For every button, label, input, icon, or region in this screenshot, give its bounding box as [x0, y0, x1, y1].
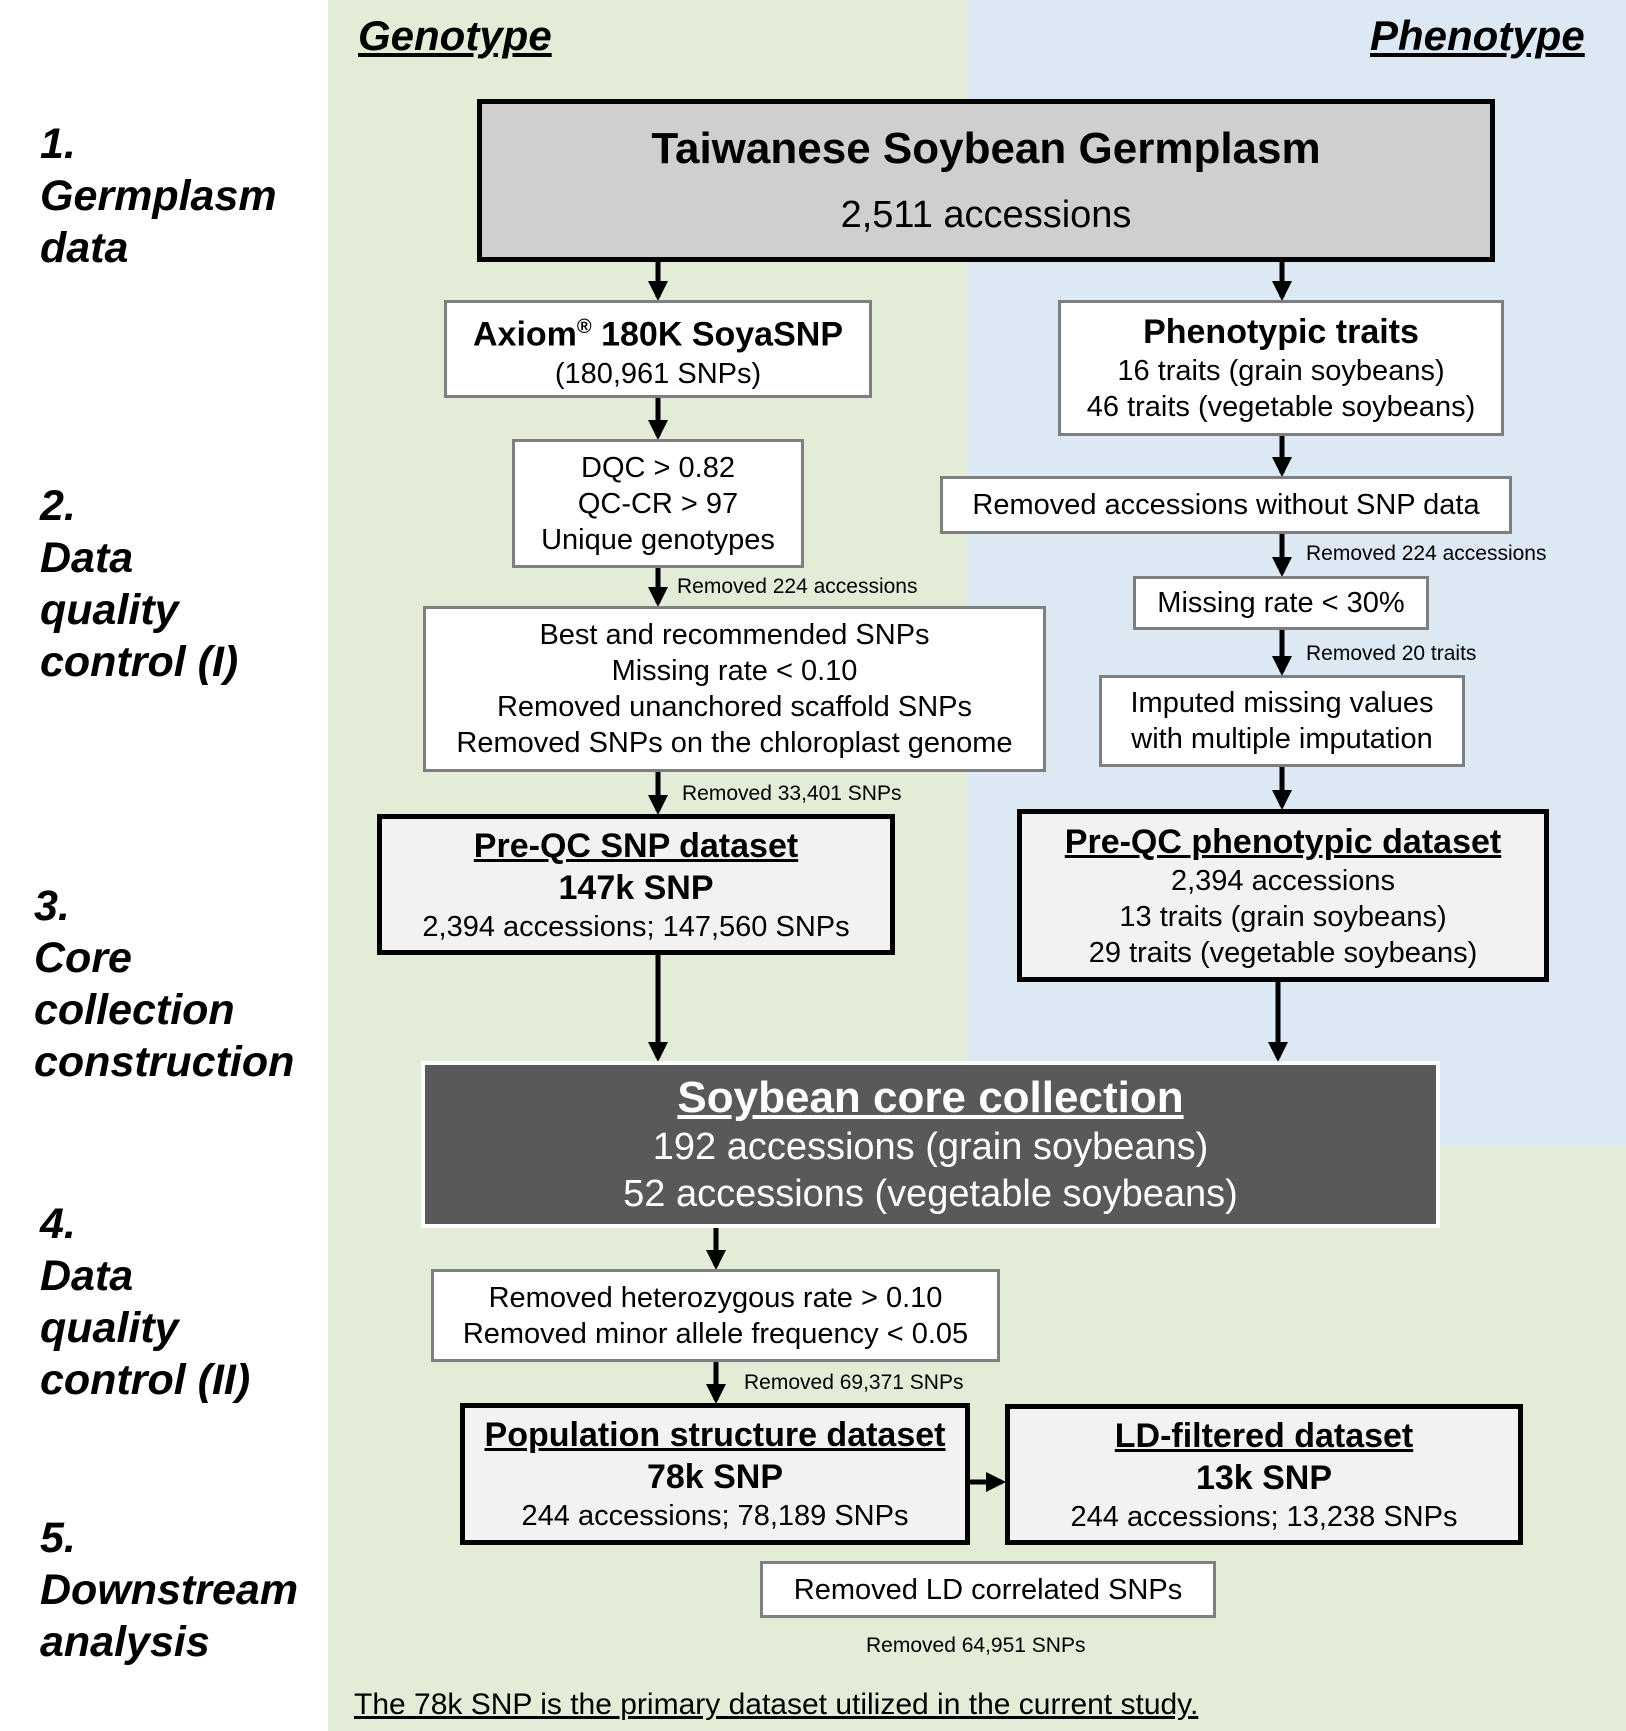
popstruct-title: Population structure dataset — [484, 1416, 946, 1454]
step-line: collection — [34, 986, 235, 1034]
core-collection-box: Soybean core collection 192 accessions (… — [421, 1061, 1440, 1228]
step-1-label: 1. Germplasm data — [40, 118, 340, 274]
popstruct-details: 244 accessions; 78,189 SNPs — [521, 1500, 909, 1532]
step-number: 4. — [40, 1200, 76, 1248]
remove-no-snp-box: Removed accessions without SNP data — [940, 476, 1512, 534]
remove-no-snp-text: Removed accessions without SNP data — [972, 489, 1480, 521]
germplasm-count: 2,511 accessions — [840, 193, 1132, 236]
preqc-pheno-title: Pre-QC phenotypic dataset — [1064, 822, 1502, 861]
footer-note: The 78k SNP is the primary dataset utili… — [354, 1688, 1199, 1721]
step-line: control (I) — [40, 638, 239, 686]
trait-count-line: 46 traits (vegetable soybeans) — [1086, 391, 1476, 423]
step-line: quality — [40, 1304, 179, 1352]
removed-accessions-note-pheno: Removed 224 accessions — [1306, 542, 1547, 565]
ldfilt-details: 244 accessions; 13,238 SNPs — [1070, 1500, 1458, 1533]
step-5-label: 5. Downstream analysis — [40, 1512, 340, 1668]
preqc-snp-title: Pre-QC SNP dataset — [473, 826, 799, 865]
step-line: Germplasm — [40, 172, 277, 220]
step-line: Core — [34, 934, 132, 982]
step-line: control (II) — [40, 1356, 251, 1404]
dqc-line: Unique genotypes — [541, 523, 775, 556]
step-4-label: 4. Data quality control (II) — [40, 1198, 340, 1406]
axiom-name-rest: 180K SoyaSNP — [591, 315, 844, 354]
germplasm-box: Taiwanese Soybean Germplasm 2,511 access… — [477, 99, 1495, 262]
germplasm-title: Taiwanese Soybean Germplasm — [651, 123, 1321, 173]
removed-snps-note-3: Removed 64,951 SNPs — [866, 1634, 1086, 1657]
step-line: data — [40, 224, 129, 272]
snp-filter-line: Missing rate < 0.10 — [611, 655, 858, 687]
registered-mark: ® — [576, 316, 592, 339]
snp-filter-line: Best and recommended SNPs — [539, 619, 930, 651]
dqc-filter-box: DQC > 0.82 QC-CR > 97 Unique genotypes — [512, 439, 804, 568]
step-line: Data — [40, 534, 134, 582]
axiom-name: Axiom — [472, 315, 577, 354]
preqc-snp-size: 147k SNP — [558, 868, 714, 907]
ld-removal-text: Removed LD correlated SNPs — [793, 1573, 1183, 1606]
missing-rate-text: Missing rate < 30% — [1157, 587, 1405, 619]
core-collection-title: Soybean core collection — [677, 1072, 1184, 1122]
preqc-pheno-line: 13 traits (grain soybeans) — [1119, 900, 1447, 933]
step-3-label: 3. Core collection construction — [34, 880, 334, 1088]
genotype-header: Genotype — [358, 12, 552, 59]
step-number: 3. — [34, 882, 70, 930]
phenotypic-traits-title: Phenotypic traits — [1143, 313, 1419, 351]
preqc-pheno-line: 29 traits (vegetable soybeans) — [1088, 936, 1478, 969]
imputation-box: Imputed missing values with multiple imp… — [1099, 675, 1465, 767]
step-line: analysis — [40, 1618, 210, 1666]
snp-filter-line: Removed SNPs on the chloroplast genome — [456, 727, 1013, 759]
ld-filtered-dataset-box: LD-filtered dataset 13k SNP 244 accessio… — [1005, 1404, 1523, 1545]
step-2-label: 2. Data quality control (I) — [40, 480, 340, 688]
phenotypic-traits-box: Phenotypic traits 16 traits (grain soybe… — [1058, 300, 1504, 436]
trait-count-line: 16 traits (grain soybeans) — [1117, 355, 1445, 387]
axiom-chip-box: Axiom® 180K SoyaSNP (180,961 SNPs) — [444, 300, 872, 398]
step-line: construction — [34, 1038, 295, 1086]
het-maf-line: Removed heterozygous rate > 0.10 — [488, 1281, 943, 1314]
phenotype-header: Phenotype — [1370, 12, 1585, 59]
imputation-line: with multiple imputation — [1131, 723, 1433, 755]
ld-removal-box: Removed LD correlated SNPs — [760, 1561, 1216, 1618]
popstruct-size: 78k SNP — [646, 1458, 784, 1496]
axiom-chip-title: Axiom® 180K SoyaSNP — [473, 306, 843, 355]
core-collection-line: 192 accessions (grain soybeans) — [652, 1125, 1209, 1168]
step-number: 5. — [40, 1514, 76, 1562]
step-line: Downstream — [40, 1566, 299, 1614]
step-line: Data — [40, 1252, 134, 1300]
het-maf-filter-box: Removed heterozygous rate > 0.10 Removed… — [431, 1269, 1000, 1362]
step-number: 1. — [40, 120, 76, 168]
preqc-pheno-line: 2,394 accessions — [1170, 864, 1396, 897]
axiom-snp-count: (180,961 SNPs) — [554, 357, 762, 390]
het-maf-line: Removed minor allele frequency < 0.05 — [462, 1317, 969, 1350]
snp-filter-box: Best and recommended SNPs Missing rate <… — [423, 606, 1046, 772]
preqc-snp-details: 2,394 accessions; 147,560 SNPs — [422, 910, 850, 943]
dqc-line: QC-CR > 97 — [577, 487, 739, 520]
core-collection-line: 52 accessions (vegetable soybeans) — [623, 1172, 1238, 1215]
ldfilt-size: 13k SNP — [1195, 1458, 1333, 1497]
snp-filter-line: Removed unanchored scaffold SNPs — [496, 691, 973, 723]
removed-traits-note: Removed 20 traits — [1306, 642, 1477, 665]
removed-accessions-note-geno: Removed 224 accessions — [677, 575, 918, 598]
population-structure-dataset-box: Population structure dataset 78k SNP 244… — [460, 1403, 970, 1545]
preqc-phenotypic-dataset-box: Pre-QC phenotypic dataset 2,394 accessio… — [1017, 809, 1549, 982]
ldfilt-title: LD-filtered dataset — [1114, 1416, 1414, 1455]
imputation-line: Imputed missing values — [1130, 687, 1434, 719]
removed-snps-note-2: Removed 69,371 SNPs — [744, 1371, 964, 1394]
step-number: 2. — [40, 482, 76, 530]
dqc-line: DQC > 0.82 — [581, 451, 735, 484]
step-line: quality — [40, 586, 179, 634]
missing-rate-box: Missing rate < 30% — [1133, 576, 1429, 630]
removed-snps-note-1: Removed 33,401 SNPs — [682, 782, 902, 805]
preqc-snp-dataset-box: Pre-QC SNP dataset 147k SNP 2,394 access… — [377, 814, 895, 955]
